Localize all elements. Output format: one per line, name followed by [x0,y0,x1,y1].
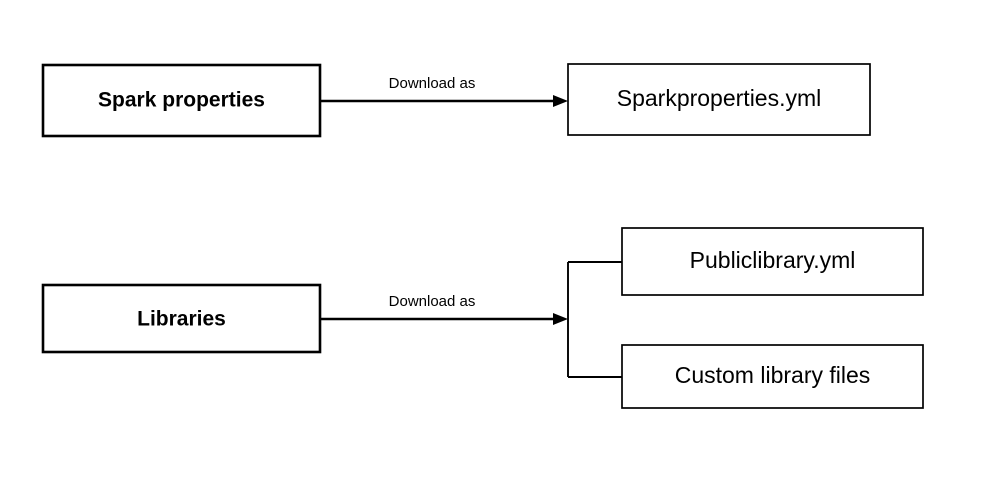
custom-library-files-box [621,344,924,409]
node-libraries: Libraries [41,283,322,354]
node-publiclibrary-yml: Publiclibrary.yml [621,227,924,296]
sparkproperties-yml-box [567,63,871,136]
node-spark-properties: Spark properties [41,63,322,138]
libraries-arrow-head [553,313,568,325]
libraries-flow: Libraries Download as Publiclibrary.yml … [41,227,924,409]
sparkproperties-yml-label: Sparkproperties.yml [617,85,822,111]
publiclibrary-yml-label: Publiclibrary.yml [690,247,856,273]
libraries-connector: Download as [320,261,622,378]
node-sparkproperties-yml: Sparkproperties.yml [567,63,871,136]
custom-library-files-label: Custom library files [675,362,871,388]
spark-properties-connector: Download as [320,75,568,107]
publiclibrary-yml-box [621,227,924,296]
spark-properties-flow: Spark properties Download as Sparkproper… [41,63,871,138]
spark-properties-box [41,63,322,138]
spark-properties-arrow-head [553,95,568,107]
libraries-edge-label: Download as [389,293,476,310]
node-custom-library-files: Custom library files [621,344,924,409]
spark-properties-edge-label: Download as [389,75,476,92]
spark-properties-label: Spark properties [98,89,265,112]
libraries-box [41,283,322,354]
libraries-label: Libraries [137,308,226,331]
